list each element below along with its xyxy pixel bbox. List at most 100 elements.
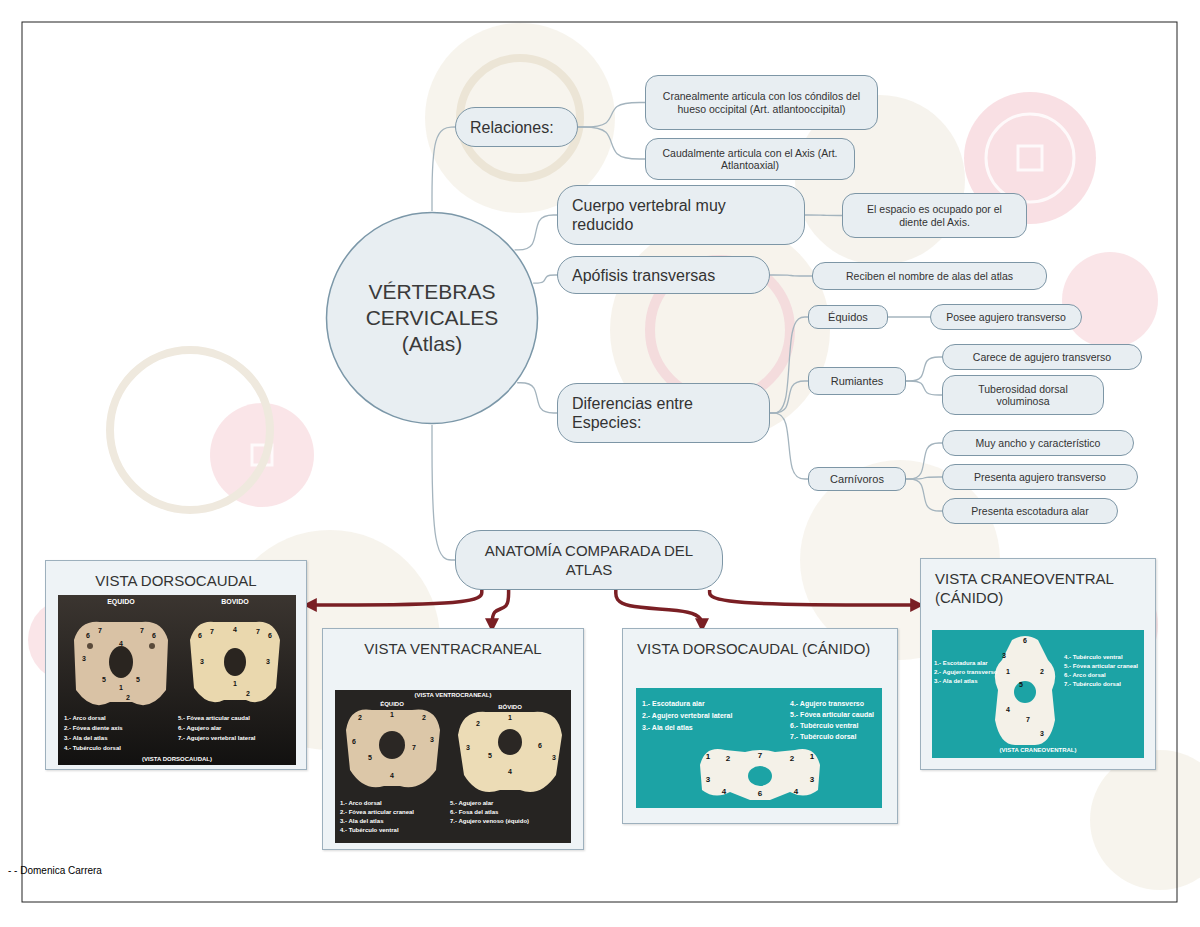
callout-number: 3 bbox=[810, 776, 814, 784]
photo-caption: 5.- Agujero alar bbox=[450, 800, 493, 806]
callout-number: 2 bbox=[1040, 668, 1044, 675]
node-text: Apófisis transversas bbox=[572, 266, 715, 285]
detail-box: Posee agujero transverso bbox=[930, 304, 1082, 330]
image-panel: VISTA DORSOCAUDAL (CÁNIDO) bbox=[622, 628, 898, 824]
detail-box: Caudalmente articula con el Axis (Art. A… bbox=[645, 138, 855, 180]
node-text: Cuerpo vertebral muy reducido bbox=[572, 196, 790, 234]
callout-number: 1 bbox=[233, 680, 237, 687]
photo-caption: EQUIDO bbox=[107, 598, 135, 605]
page-frame bbox=[22, 22, 1177, 902]
equine-atlas bbox=[346, 709, 440, 787]
detail-box: Presenta escotadura alar bbox=[942, 498, 1118, 524]
branch-line bbox=[515, 215, 557, 250]
photo-caption: 7.- Agujero venoso (équido) bbox=[450, 818, 529, 824]
author-credit: - - Domenica Carrera bbox=[8, 866, 102, 876]
branch-line bbox=[578, 127, 645, 159]
callout-number: 4 bbox=[508, 768, 512, 775]
bone-photo bbox=[58, 595, 296, 765]
arrow-connector bbox=[307, 590, 482, 605]
branch-box: Apófisis transversas bbox=[557, 256, 770, 294]
callout-number: 3 bbox=[200, 658, 204, 665]
branch-line bbox=[906, 357, 942, 381]
photo-caption: 1.- Escotadura alar bbox=[934, 660, 988, 666]
species-box: Carnívoros bbox=[808, 467, 906, 491]
decor-ring bbox=[460, 58, 580, 178]
photo-caption: 1.- Arco dorsal bbox=[340, 800, 382, 806]
photo-caption: BÓVIDO bbox=[498, 704, 522, 710]
callout-number: 7 bbox=[256, 628, 260, 635]
decor-circle bbox=[28, 598, 112, 682]
photo-caption: 4.- Tubérculo ventral bbox=[340, 827, 399, 833]
branch-line bbox=[578, 103, 645, 128]
callout-number: 6 bbox=[352, 738, 356, 745]
decor-circle bbox=[210, 403, 314, 507]
callout-number: 5 bbox=[102, 676, 106, 683]
decor-circle bbox=[795, 95, 965, 265]
detail-box: Reciben el nombre de alas del atlas bbox=[812, 262, 1047, 290]
callout-number: 4 bbox=[1006, 706, 1010, 713]
node-text: ANATOMÍA COMPARADA DEL ATLAS bbox=[480, 541, 698, 579]
photo-caption: 3.- Ala del atlas bbox=[340, 818, 383, 824]
vertebral-foramen bbox=[379, 731, 405, 759]
callout-number: 1 bbox=[706, 753, 710, 761]
photo-caption: BOVIDO bbox=[221, 598, 249, 605]
central-topic-circle: VÉRTEBRAS CERVICALES (Atlas) bbox=[325, 211, 539, 425]
photo-caption: 3.- Ala del atlas bbox=[934, 678, 977, 684]
callout-number: 6 bbox=[1023, 637, 1027, 644]
callout-number: 3 bbox=[552, 754, 556, 761]
node-text: VÉRTEBRAS CERVICALES (Atlas) bbox=[362, 279, 502, 357]
photo-caption: 3.- Ala del atlas bbox=[64, 735, 107, 741]
callout-number: 4 bbox=[390, 772, 394, 779]
callout-number: 2 bbox=[476, 720, 480, 727]
photo-caption: (VISTA CRANEOVENTRAL) bbox=[1000, 747, 1077, 753]
photo-caption: 4.- Tubérculo ventral bbox=[1064, 654, 1123, 660]
callout-number: 6 bbox=[758, 790, 762, 798]
callout-number: 5 bbox=[1019, 681, 1023, 688]
node-text: Diferencias entre Especies: bbox=[572, 394, 755, 432]
vertebral-foramen bbox=[498, 729, 522, 755]
decor-ring bbox=[650, 260, 790, 400]
callout-number: 2 bbox=[126, 694, 130, 701]
decor-circle bbox=[1062, 252, 1158, 348]
photo-caption: 6.- Tubérculo ventral bbox=[790, 722, 858, 729]
bovine-atlas bbox=[458, 712, 562, 792]
branch-line bbox=[432, 425, 455, 560]
branch-line bbox=[770, 381, 808, 413]
photo-caption: (VISTA VENTROCRANEAL) bbox=[415, 692, 492, 698]
equine-atlas bbox=[74, 622, 168, 705]
circle-shape bbox=[327, 213, 538, 424]
vertebral-foramen bbox=[224, 648, 246, 676]
image-panel: VISTA CRANEOVENTRAL (CÁNIDO) bbox=[920, 558, 1156, 770]
panel-heading: VISTA DORSOCAUDAL (CÁNIDO) bbox=[637, 639, 870, 658]
callout-number: 7 bbox=[412, 744, 416, 751]
photo-caption: 6.- Agujero alar bbox=[178, 725, 221, 731]
decor-ring bbox=[986, 114, 1074, 202]
node-text: Relaciones: bbox=[470, 118, 554, 137]
branch-line bbox=[906, 443, 942, 479]
decor-circle bbox=[220, 530, 440, 750]
node-text: Reciben el nombre de alas del atlas bbox=[846, 270, 1013, 283]
callout-number: 6 bbox=[268, 632, 272, 639]
callout-number: 1 bbox=[508, 714, 512, 721]
detail-box: Presenta agujero transverso bbox=[942, 464, 1138, 490]
photo-caption: 6.- Fosa del atlas bbox=[450, 809, 498, 815]
callout-number: 2 bbox=[726, 755, 730, 763]
callout-number: 7 bbox=[1026, 716, 1030, 723]
bone-photo bbox=[932, 630, 1144, 758]
canine-atlas bbox=[700, 749, 820, 800]
photo-caption: 4.- Agujero transverso bbox=[790, 700, 864, 707]
detail-box: Carece de agujero transverso bbox=[942, 344, 1142, 370]
photo-caption: 1.- Arco dorsal bbox=[64, 715, 106, 721]
photo-caption: 5.- Fóvea articular caudal bbox=[790, 711, 874, 718]
branch-line bbox=[770, 413, 808, 479]
callout-number: 7 bbox=[758, 752, 762, 760]
connector-group bbox=[307, 103, 942, 629]
callout-number: 3 bbox=[82, 655, 86, 662]
vertebral-foramen bbox=[748, 766, 772, 786]
bone-photo bbox=[636, 688, 882, 808]
branch-box: Relaciones: bbox=[455, 107, 578, 147]
arrow-connector bbox=[492, 590, 509, 628]
